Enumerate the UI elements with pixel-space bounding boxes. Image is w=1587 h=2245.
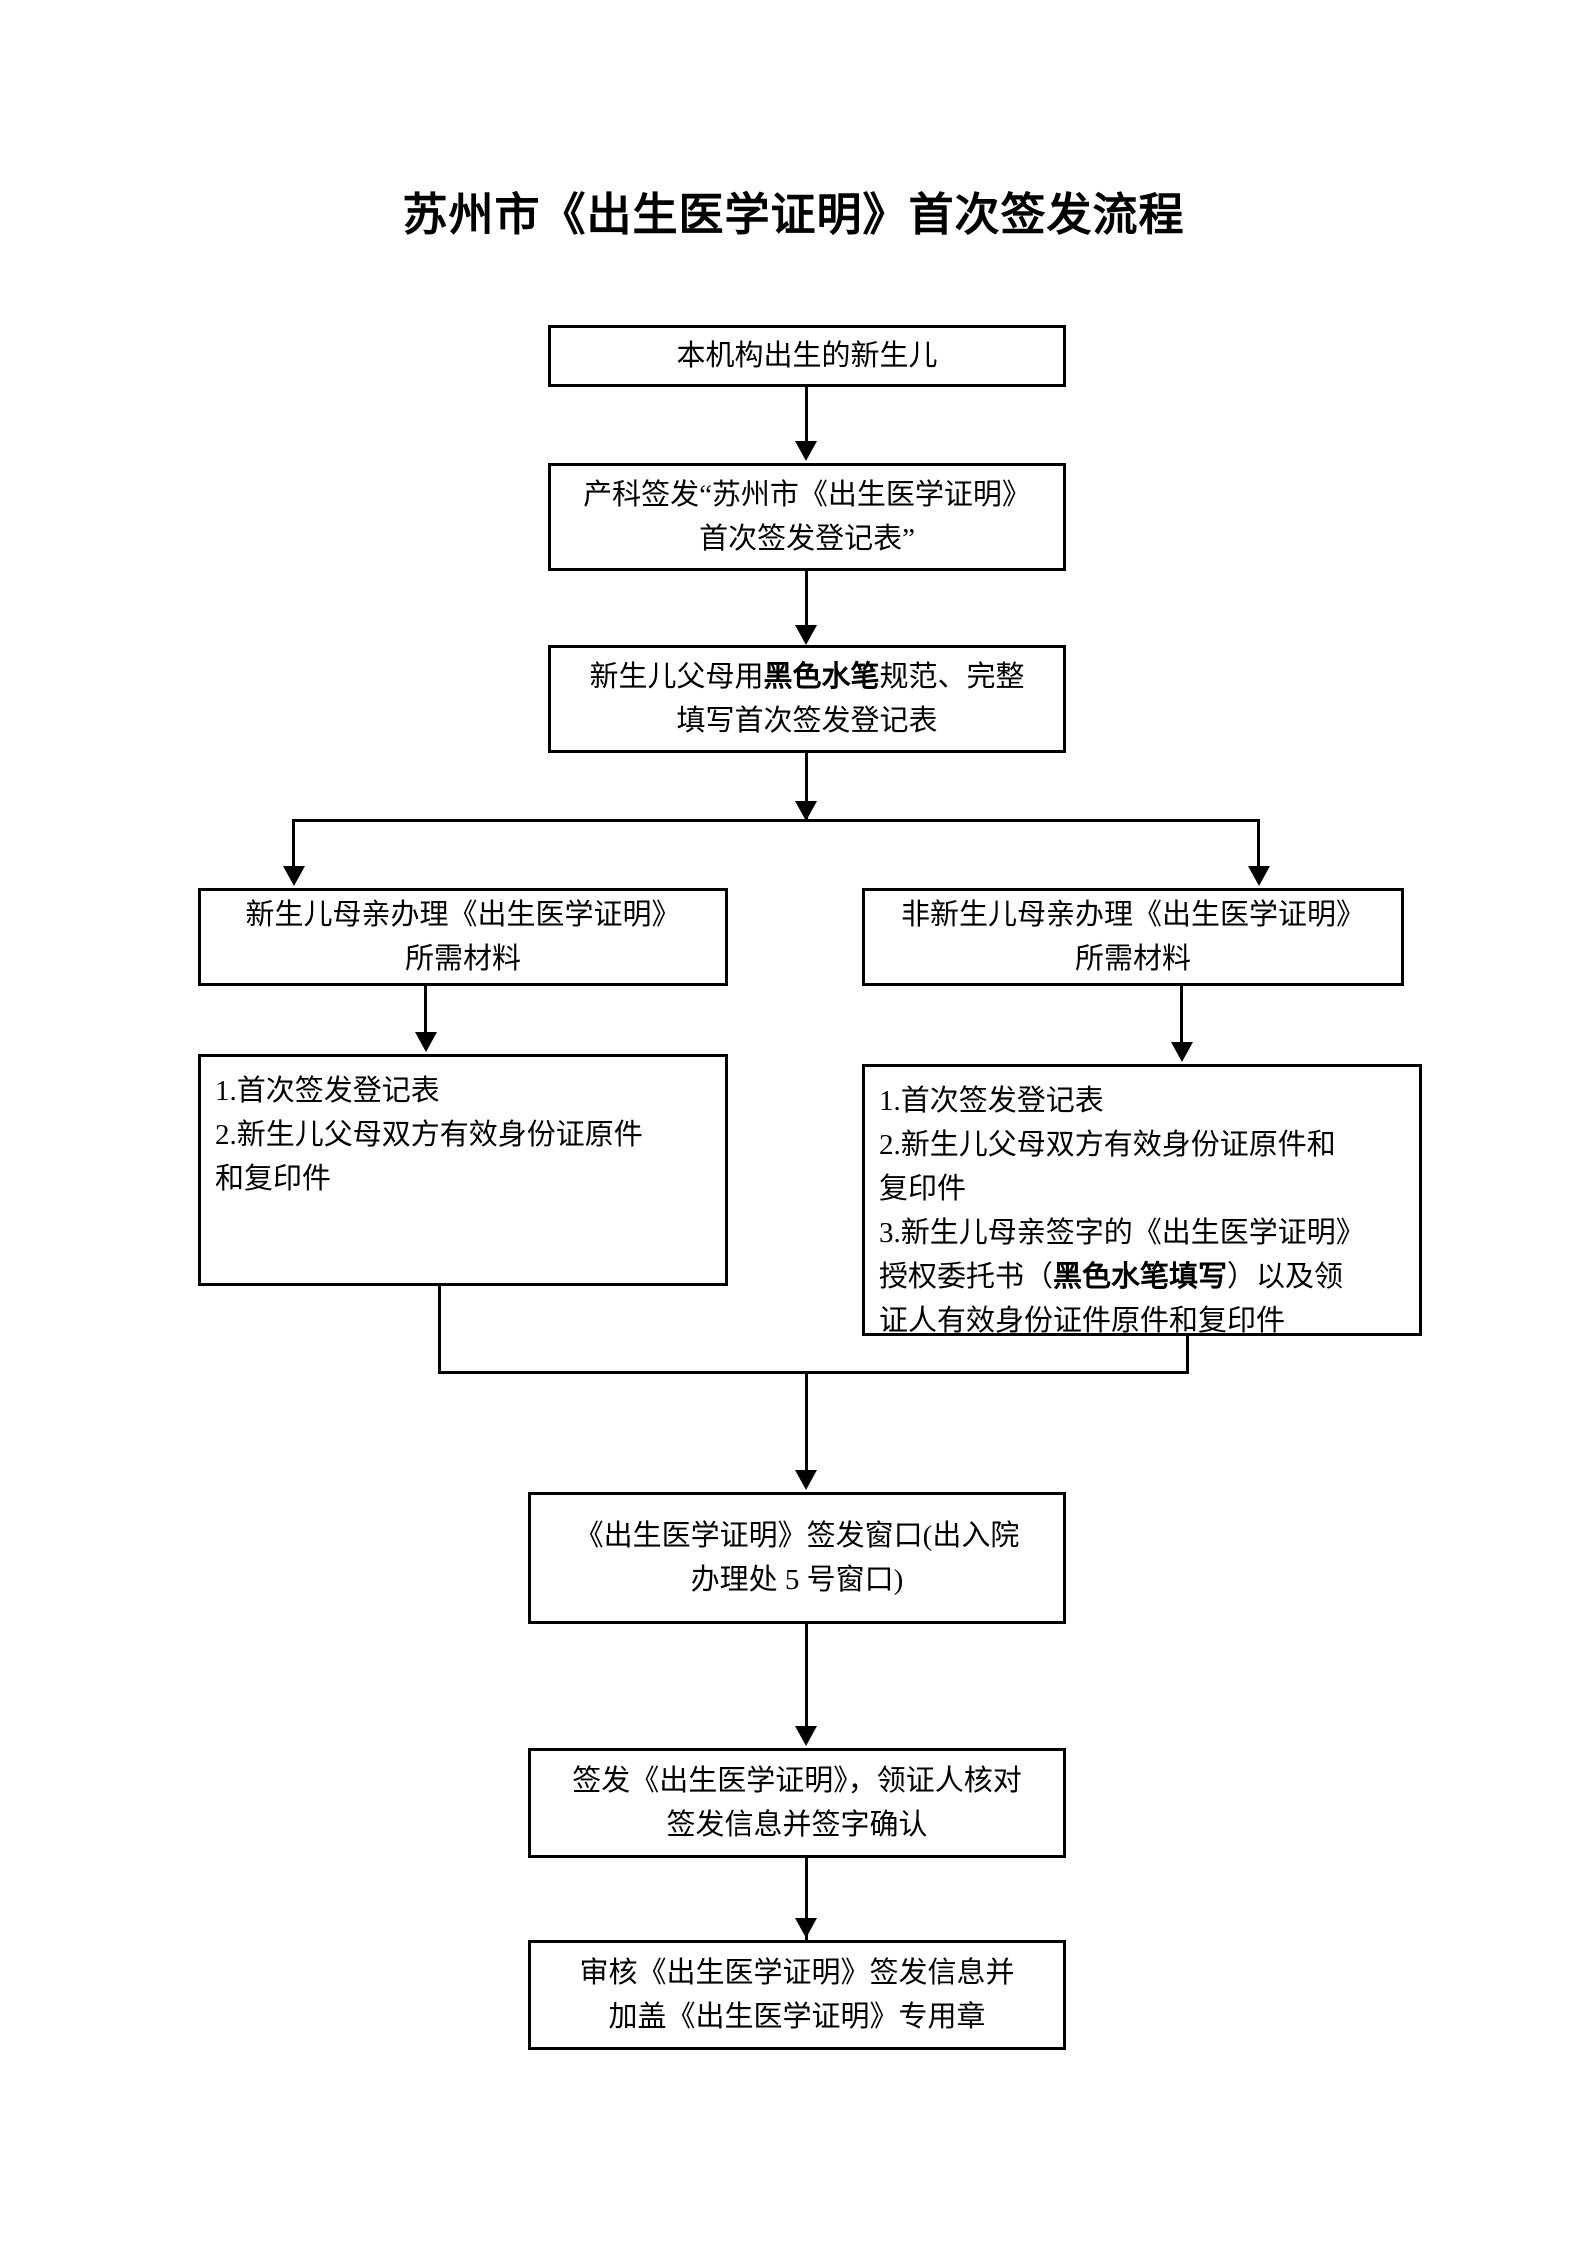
node-parents-fill-line1-emphasis: 黑色水笔 — [763, 661, 880, 693]
connector-split-left-drop — [292, 819, 295, 869]
materials-non-mother-item-3-line2-a: 授权委托书（ — [879, 1261, 1054, 1293]
node-parents-fill-line1-c: 规范、完整 — [879, 661, 1025, 693]
node-branch-mother: 新生儿母亲办理《出生医学证明》 所需材料 — [198, 888, 728, 986]
node-issue-confirm-text: 签发《出生医学证明》，领证人核对 签发信息并签字确认 — [541, 1759, 1053, 1847]
connector-obstetrics-to-parents — [805, 571, 808, 633]
materials-non-mother-item-1: 1.首次签发登记表 — [879, 1085, 1104, 1117]
arrowhead-to-issue-window — [795, 1470, 817, 1490]
materials-non-mother-item-3-line3: 证人有效身份证件原件和复印件 — [879, 1305, 1286, 1337]
node-materials-mother: 1.首次签发登记表 2.新生儿父母双方有效身份证原件 和复印件 — [198, 1054, 728, 1286]
arrowhead-to-materials-non-mother — [1171, 1042, 1193, 1062]
connector-confirm-to-audit — [805, 1858, 808, 1946]
node-branch-non-mother-line1: 非新生儿母亲办理《出生医学证明》 — [900, 899, 1365, 931]
arrowhead-to-materials-mother — [415, 1032, 437, 1052]
node-audit-seal-line1: 审核《出生医学证明》签发信息并 — [579, 1957, 1015, 1989]
connector-merge-to-window — [805, 1371, 808, 1481]
node-parents-fill-line1-a: 新生儿父母用 — [589, 661, 764, 693]
node-issue-window: 《出生医学证明》签发窗口(出入院 办理处 5 号窗口) — [528, 1492, 1066, 1624]
connector-window-to-confirm — [805, 1624, 808, 1734]
connector-merge-right-drop — [1186, 1336, 1189, 1374]
node-audit-seal-text: 审核《出生医学证明》签发信息并 加盖《出生医学证明》专用章 — [541, 1951, 1053, 2039]
node-issue-window-line1: 《出生医学证明》签发窗口(出入院 — [574, 1520, 1020, 1552]
node-branch-mother-line2: 所需材料 — [404, 943, 521, 975]
node-materials-non-mother-list: 1.首次签发登记表 2.新生儿父母双方有效身份证原件和 复印件 3.新生儿母亲签… — [879, 1079, 1405, 1343]
node-audit-seal-line2: 加盖《出生医学证明》专用章 — [608, 2001, 986, 2033]
connector-start-to-obstetrics — [805, 387, 808, 449]
node-audit-seal: 审核《出生医学证明》签发信息并 加盖《出生医学证明》专用章 — [528, 1940, 1066, 2050]
node-parents-fill: 新生儿父母用黑色水笔规范、完整 填写首次签发登记表 — [548, 645, 1066, 753]
node-issue-window-text: 《出生医学证明》签发窗口(出入院 办理处 5 号窗口) — [541, 1514, 1053, 1602]
node-parents-fill-text: 新生儿父母用黑色水笔规范、完整 填写首次签发登记表 — [561, 655, 1053, 743]
materials-non-mother-item-3-line1: 3.新生儿母亲签字的《出生医学证明》 — [879, 1217, 1365, 1249]
arrowhead-to-obstetrics — [795, 441, 817, 461]
connector-split-bar — [292, 819, 1260, 822]
node-obstetrics-issue-text: 产科签发“苏州市《出生医学证明》 首次签发登记表” — [561, 473, 1053, 561]
node-branch-non-mother: 非新生儿母亲办理《出生医学证明》 所需材料 — [862, 888, 1404, 986]
node-branch-mother-line1: 新生儿母亲办理《出生医学证明》 — [245, 899, 681, 931]
arrowhead-to-audit-seal — [795, 1918, 817, 1938]
node-issue-confirm-line1: 签发《出生医学证明》，领证人核对 — [572, 1765, 1022, 1797]
node-parents-fill-line2: 填写首次签发登记表 — [676, 705, 938, 737]
materials-non-mother-item-3-line2: 授权委托书（黑色水笔填写）以及领 — [879, 1255, 1405, 1299]
node-obstetrics-issue-line1: 产科签发“苏州市《出生医学证明》 — [583, 479, 1031, 511]
materials-non-mother-item-2-line2: 复印件 — [879, 1173, 967, 1205]
connector-branch-non-mother-to-materials — [1180, 986, 1183, 1048]
node-issue-confirm-line2: 签发信息并签字确认 — [666, 1809, 928, 1841]
node-materials-non-mother: 1.首次签发登记表 2.新生儿父母双方有效身份证原件和 复印件 3.新生儿母亲签… — [862, 1064, 1422, 1337]
arrowhead-to-issue-confirm — [795, 1726, 817, 1746]
arrowhead-to-branch-mother — [283, 866, 305, 886]
node-materials-mother-list: 1.首次签发登记表 2.新生儿父母双方有效身份证原件 和复印件 — [215, 1069, 711, 1201]
node-branch-non-mother-line2: 所需材料 — [1074, 943, 1191, 975]
materials-mother-item-1: 1.首次签发登记表 — [215, 1075, 440, 1107]
materials-non-mother-item-3-line2-c: ）以及领 — [1227, 1261, 1344, 1293]
node-start-label: 本机构出生的新生儿 — [676, 340, 938, 372]
materials-non-mother-item-3-emphasis: 黑色水笔填写 — [1053, 1261, 1228, 1293]
node-obstetrics-issue-line2: 首次签发登记表” — [699, 523, 915, 555]
node-start: 本机构出生的新生儿 — [548, 325, 1066, 387]
connector-merge-bar — [438, 1371, 1189, 1374]
materials-non-mother-item-2-line1: 2.新生儿父母双方有效身份证原件和 — [879, 1129, 1336, 1161]
arrowhead-to-branch-non-mother — [1248, 866, 1270, 886]
node-issue-window-line2: 办理处 5 号窗口) — [690, 1564, 904, 1596]
connector-split-right-drop — [1257, 819, 1260, 869]
materials-mother-item-2-line2: 和复印件 — [215, 1163, 332, 1195]
node-parents-fill-line1: 新生儿父母用黑色水笔规范、完整 — [561, 655, 1053, 699]
materials-mother-item-2-line1: 2.新生儿父母双方有效身份证原件 — [215, 1119, 643, 1151]
page-title: 苏州市《出生医学证明》首次签发流程 — [402, 189, 1185, 240]
node-obstetrics-issue: 产科签发“苏州市《出生医学证明》 首次签发登记表” — [548, 463, 1066, 571]
connector-branch-mother-to-materials — [424, 986, 427, 1038]
connector-merge-left-drop — [438, 1286, 441, 1374]
node-branch-non-mother-text: 非新生儿母亲办理《出生医学证明》 所需材料 — [875, 893, 1391, 981]
arrowhead-to-parents-fill — [795, 625, 817, 645]
arrowhead-split-junction — [795, 801, 817, 821]
connector-parents-split-stem — [805, 753, 808, 819]
node-issue-confirm: 签发《出生医学证明》，领证人核对 签发信息并签字确认 — [528, 1748, 1066, 1858]
node-branch-mother-text: 新生儿母亲办理《出生医学证明》 所需材料 — [211, 893, 715, 981]
